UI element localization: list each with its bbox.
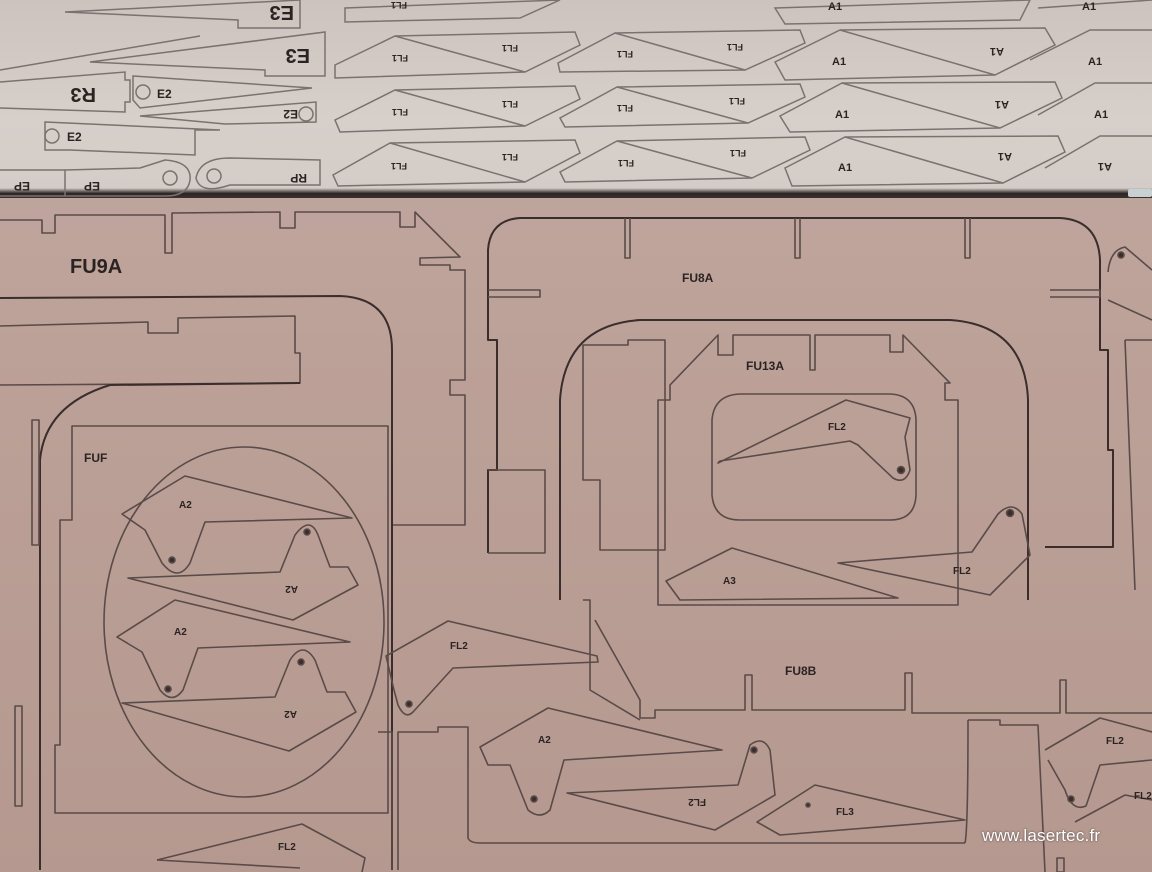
label-a3: A3 [723,576,736,587]
label-a1: A1 [1082,1,1096,13]
label-a1: A1 [1098,160,1112,172]
label-fuf: FUF [84,451,107,465]
label-fl1: FL1 [392,107,408,117]
label-fu8a: FU8A [682,271,714,285]
label-a1: A1 [1094,109,1108,121]
label-fl1: FL1 [502,43,518,53]
top-sheet-labels: E3 E3 R3 E2 E2 E2 EP EP RP FL1 FL1 FL1 F… [14,0,1112,193]
label-fl2: FL2 [688,796,706,807]
label-fu13a: FU13A [746,359,784,373]
label-fl1: FL1 [727,42,743,52]
label-rp: RP [290,171,307,185]
label-fl2: FL2 [828,422,846,433]
label-a1: A1 [995,98,1009,110]
label-ep: EP [84,179,100,193]
main-sheet-parts [0,211,1152,872]
label-fl1: FL1 [729,96,745,106]
main-sheet-labels: FU9A FU8A FU13A FUF FU8B A2 A2 A2 A2 A2 … [70,256,1152,853]
label-fl1: FL1 [617,49,633,59]
label-fl2: FL2 [278,842,296,853]
label-fl1: FL1 [618,158,634,168]
label-fl2: FL2 [1106,736,1124,747]
label-fl1: FL1 [730,148,746,158]
watermark-url: www.lasertec.fr [982,826,1101,845]
label-fl3: FL3 [836,807,854,818]
label-a2: A2 [538,735,551,746]
label-fl1: FL1 [391,161,407,171]
label-e3: E3 [270,1,294,23]
label-fl1: FL1 [502,152,518,162]
label-fl2: FL2 [450,641,468,652]
label-fl2: FL2 [1134,791,1152,802]
label-e2: E2 [157,87,172,101]
label-fl1: FL1 [617,103,633,113]
ruler-tip [1128,189,1152,197]
label-r3: R3 [70,83,96,105]
label-a1: A1 [838,162,852,174]
label-fu9a: FU9A [70,256,122,278]
sheet-edge [0,188,1152,198]
label-e3: E3 [286,44,310,66]
label-a2: A2 [285,583,298,594]
label-a2: A2 [284,708,297,719]
label-a1: A1 [828,1,842,13]
label-a1: A1 [832,56,846,68]
label-fl1: FL1 [392,53,408,63]
label-a2: A2 [179,500,192,511]
label-a1: A1 [990,45,1004,57]
label-a1: A1 [1088,56,1102,68]
label-fl2: FL2 [953,566,971,577]
label-a1: A1 [998,150,1012,162]
label-e2: E2 [283,107,298,121]
label-a2: A2 [174,627,187,638]
label-e2: E2 [67,130,82,144]
label-ep: EP [14,179,30,193]
top-sheet-parts [0,0,1152,197]
label-fu8b: FU8B [785,664,817,678]
label-a1: A1 [835,109,849,121]
label-fl1: FL1 [502,99,518,109]
label-fl1: FL1 [391,0,407,10]
